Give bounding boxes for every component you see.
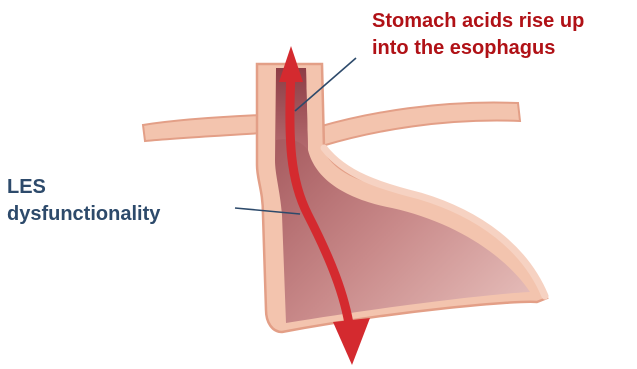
diaphragm-right — [318, 103, 520, 146]
reflux-arrowhead-down — [333, 318, 370, 365]
les-label: LES dysfunctionality — [7, 174, 160, 228]
les-label-line1: LES — [7, 174, 160, 201]
les-label-line2: dysfunctionality — [7, 201, 160, 228]
acid-reflux-label: Stomach acids rise up into the esophagus — [372, 8, 584, 62]
acid-label-line1: Stomach acids rise up — [372, 8, 584, 35]
acid-label-line2: into the esophagus — [372, 35, 584, 62]
diaphragm-left — [143, 115, 262, 141]
